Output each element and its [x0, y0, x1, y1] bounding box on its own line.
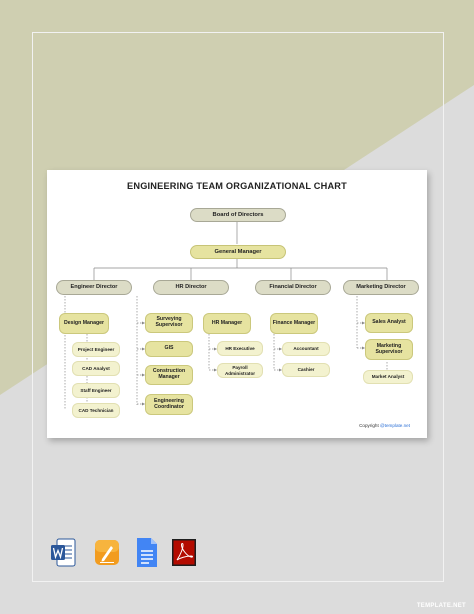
copyright-label: Copyright: [359, 423, 379, 428]
market-analyst-node: Market Analyst: [363, 370, 413, 384]
preview-frame: [32, 32, 444, 582]
chart-title: ENGINEERING TEAM ORGANIZATIONAL CHART: [127, 181, 347, 191]
payroll-administrator-node: Payroll Administrator: [217, 363, 263, 378]
hr-manager-node: HR Manager: [203, 313, 251, 334]
hr-executive-node: HR Executive: [217, 341, 263, 356]
finance-manager-node: Finance Manager: [270, 313, 318, 334]
general-manager-node: General Manager: [190, 245, 286, 259]
director-financial-node: Financial Director: [255, 280, 331, 295]
cashier-node: Cashier: [282, 363, 330, 377]
board-of-directors-node: Board of Directors: [190, 208, 286, 222]
construction-manager-node: Construction Manager: [145, 365, 193, 385]
director-marketing-node: Marketing Director: [343, 280, 419, 295]
gis-node: GIS: [145, 341, 193, 357]
pdf-icon[interactable]: [171, 537, 197, 568]
copyright-note: Copyright @template.net: [359, 423, 410, 428]
org-chart-card: ENGINEERING TEAM ORGANIZATIONAL CHART: [47, 170, 427, 438]
surveying-supervisor-node: Surveying Supervisor: [145, 313, 193, 333]
watermark: TEMPLATE.NET: [416, 603, 466, 609]
engineering-coordinator-node: Engineering Coordinator: [145, 394, 193, 415]
design-manager-node: Design Manager: [59, 313, 109, 334]
cad-technician-node: CAD Technician: [72, 403, 120, 418]
accountant-node: Accountant: [282, 342, 330, 356]
google-docs-icon[interactable]: [134, 537, 160, 568]
marketing-supervisor-node: Marketing Supervisor: [365, 339, 413, 360]
pages-icon[interactable]: [94, 537, 120, 568]
word-icon[interactable]: [50, 537, 76, 568]
staff-engineer-node: Staff Engineer: [72, 383, 120, 398]
director-engineer-node: Engineer Director: [56, 280, 132, 295]
cad-analyst-node: CAD Analyst: [72, 361, 120, 376]
project-engineer-node: Project Engineer: [72, 342, 120, 357]
director-hr-node: HR Director: [153, 280, 229, 295]
sales-analyst-node: Sales Analyst: [365, 313, 413, 333]
copyright-link[interactable]: @template.net: [380, 423, 410, 428]
